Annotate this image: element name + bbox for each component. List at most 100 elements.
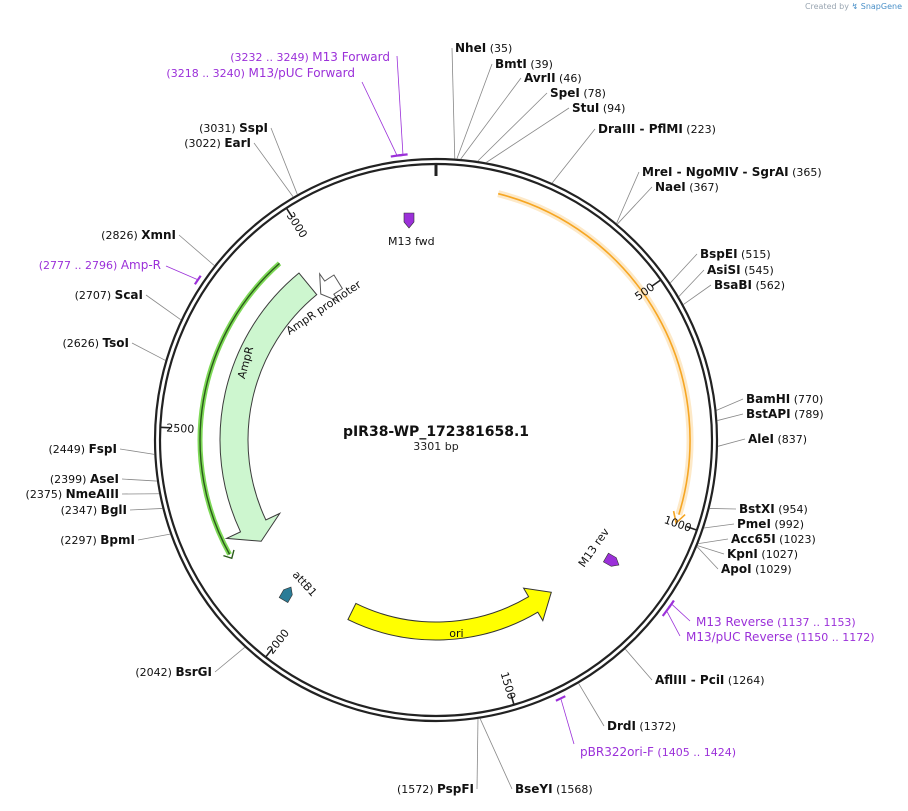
- restriction-site-label: AvrII (46): [524, 71, 582, 85]
- ori-label: ori: [449, 627, 463, 640]
- restriction-site-label: (3022) EarI: [184, 136, 251, 150]
- restriction-site-label: (2042) BsrGI: [135, 665, 212, 679]
- primer-mark: [193, 275, 202, 285]
- restriction-site-label: NheI (35): [455, 41, 512, 55]
- primer-name: M13 Forward: [312, 50, 390, 64]
- site-leader: [678, 269, 705, 297]
- site-position: (2375): [26, 488, 66, 501]
- primer-label: pBR322ori-F (1405 .. 1424): [580, 745, 736, 759]
- site-leader: [253, 142, 294, 198]
- site-name: ApoI: [721, 562, 752, 576]
- site-position: (992): [771, 518, 804, 531]
- site-position: (545): [741, 264, 774, 277]
- primer-name: Amp-R: [121, 258, 161, 272]
- restriction-site-label: (2375) NmeAIII: [26, 487, 119, 501]
- primer-mark: [661, 605, 671, 617]
- primer-name: M13 Reverse: [696, 615, 774, 629]
- site-name: BseYI: [515, 782, 553, 796]
- site-name: SspI: [239, 121, 268, 135]
- site-name: BsaBI: [714, 278, 752, 292]
- site-leader: [696, 546, 719, 570]
- restriction-site-label: BstAPI (789): [746, 407, 824, 421]
- site-position: (39): [527, 58, 553, 71]
- site-name: KpnI: [727, 547, 758, 561]
- backbone: [153, 157, 719, 723]
- site-name: AleI: [748, 432, 774, 446]
- tick-mark: [265, 647, 274, 658]
- site-name: NheI: [455, 41, 486, 55]
- restriction-site-label: AflIII - PciI (1264): [655, 673, 764, 687]
- tick-label: 2000: [265, 627, 293, 657]
- site-name: NmeAIII: [66, 487, 119, 501]
- site-leader: [145, 294, 182, 321]
- site-leader: [709, 508, 737, 510]
- primer-leader: [666, 611, 681, 637]
- backbone-outer-ring: [153, 157, 719, 723]
- restriction-site-label: KpnI (1027): [727, 547, 798, 561]
- restriction-site-label: BamHI (770): [746, 392, 823, 406]
- tick-mark: [510, 693, 515, 705]
- tick-mark: [651, 279, 662, 287]
- credit-prefix: Created by: [804, 2, 849, 11]
- insert-arc: [498, 192, 691, 515]
- restriction-site-label: ApoI (1029): [721, 562, 792, 576]
- site-position: (1029): [752, 563, 792, 576]
- site-name: BspEI: [700, 247, 738, 261]
- ampr-highlight-arrowhead: [223, 549, 235, 560]
- site-name: BstXI: [739, 502, 775, 516]
- ampr-promoter-feature: [319, 272, 344, 303]
- restriction-site-label: AleI (837): [748, 432, 807, 446]
- site-position: (2297): [60, 534, 100, 547]
- restriction-site-label: BspEI (515): [700, 247, 771, 261]
- site-leader: [716, 398, 744, 411]
- restriction-site-label: (2626) TsoI: [62, 336, 129, 350]
- restriction-site-label: BsaBI (562): [714, 278, 785, 292]
- primer-label: M13 Reverse (1137 .. 1153): [696, 615, 856, 629]
- site-leader: [214, 646, 246, 673]
- site-position: (1572): [397, 783, 437, 796]
- site-leader: [270, 127, 298, 195]
- ampr-highlight-line: [199, 262, 280, 555]
- site-leader: [578, 683, 605, 727]
- site-name: SpeI: [550, 86, 580, 100]
- site-name: PspFI: [437, 782, 474, 796]
- primer-label: (3218 .. 3240) M13/pUC Forward: [166, 66, 355, 80]
- primer-label: (2777 .. 2796) Amp-R: [39, 258, 161, 272]
- attb1-icon: [278, 586, 293, 603]
- site-name: BmtI: [495, 57, 527, 71]
- site-position: (78): [580, 87, 606, 100]
- site-leader: [460, 77, 522, 160]
- label-leaders: [119, 47, 746, 790]
- site-position: (365): [789, 166, 822, 179]
- tick-mark: [686, 525, 698, 531]
- restriction-site-label: (2707) ScaI: [75, 288, 143, 302]
- site-leader: [131, 342, 166, 361]
- site-name: AflIII - PciI: [655, 673, 724, 687]
- site-position: (3031): [199, 122, 239, 135]
- primer-range: (1405 .. 1424): [654, 746, 736, 759]
- site-position: (2399): [50, 473, 90, 486]
- plasmid-size: 3301 bp: [413, 440, 458, 453]
- site-leader: [616, 171, 640, 224]
- restriction-site-label: BseYI (1568): [515, 782, 593, 796]
- site-leader: [178, 234, 215, 266]
- site-leader: [129, 508, 163, 511]
- site-name: StuI: [572, 101, 599, 115]
- primer-leader: [396, 55, 404, 154]
- primer-range: (1150 .. 1172): [793, 631, 875, 644]
- restriction-site-label: (2347) BglI: [61, 503, 127, 517]
- site-leader: [456, 63, 493, 159]
- m13-fwd-icon: [403, 212, 415, 229]
- credit: Created by ↯ SnapGene: [805, 2, 902, 11]
- site-name: NaeI: [655, 180, 686, 194]
- site-name: FspI: [89, 442, 117, 456]
- site-leader: [477, 92, 548, 162]
- restriction-site-label: (1572) PspFI: [397, 782, 474, 796]
- attb1-label: attB1: [290, 568, 320, 599]
- labels: NheI (35) BmtI (39)AvrII (46)SpeI (78)Stu…: [26, 41, 875, 796]
- site-leader: [485, 107, 570, 163]
- restriction-site-label: DraIII - PflMI (223): [598, 122, 716, 136]
- site-position: (954): [775, 503, 808, 516]
